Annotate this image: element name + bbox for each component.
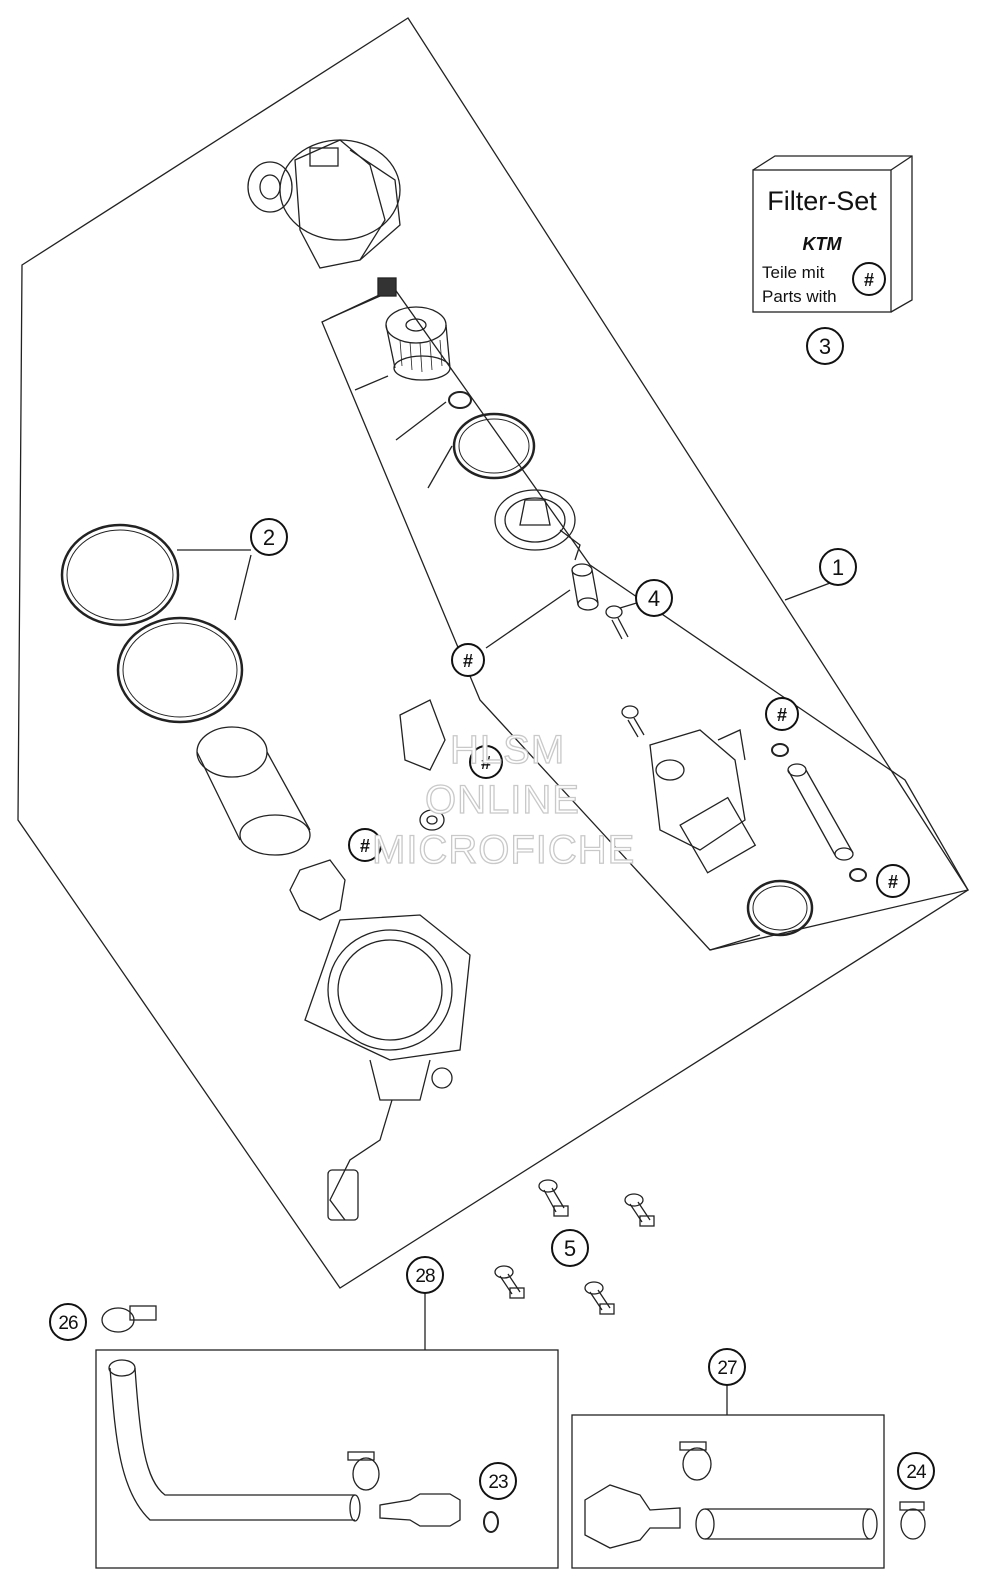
- ktm-logo: KTM: [803, 234, 843, 254]
- hose-clamp-24: [899, 1501, 926, 1540]
- callout-27: 27: [717, 1358, 737, 1379]
- callout-4: 4: [648, 586, 660, 611]
- o-ring-medium: [116, 616, 244, 724]
- quick-connector-27: [584, 1484, 681, 1549]
- o-ring-large: [60, 523, 180, 627]
- fuel-tube-small: [571, 563, 599, 611]
- retainer-clip: [289, 859, 346, 921]
- hash-marker-4: #: [360, 836, 370, 856]
- bolt-4: [584, 1281, 615, 1315]
- fuel-pipe: [787, 763, 854, 861]
- bolt-1: [538, 1179, 569, 1217]
- callout-2: 2: [263, 525, 275, 550]
- filter-set-title: Filter-Set: [767, 186, 877, 216]
- hash-marker-5: #: [888, 872, 898, 892]
- callout-23: 23: [488, 1472, 508, 1493]
- connector-kit-box: [571, 1414, 885, 1569]
- o-ring-23: [483, 1511, 499, 1533]
- assembly-outline: [17, 17, 969, 1289]
- pressure-regulator: [494, 489, 581, 561]
- fuel-hose-27: [695, 1508, 878, 1540]
- pump-o-ring: [746, 879, 814, 937]
- hash-marker-1: #: [463, 651, 473, 671]
- screw-pump: [621, 705, 645, 738]
- fuel-hose: [108, 1359, 361, 1522]
- filter-seal: [452, 412, 536, 480]
- watermark-line1: HLSM: [449, 727, 566, 772]
- fuel-filter: [385, 306, 451, 381]
- hose-clamp-27: [679, 1441, 712, 1481]
- hose-clamp-28: [347, 1451, 380, 1491]
- clip-part: [419, 809, 445, 831]
- hose-kit-box: [95, 1349, 559, 1569]
- callout-5: 5: [564, 1236, 576, 1261]
- filter-sleeve: [196, 726, 311, 856]
- screw-small: [605, 605, 629, 640]
- hash-marker-2: #: [777, 705, 787, 725]
- small-o-ring: [448, 391, 472, 409]
- callout-3: 3: [819, 334, 831, 359]
- filter-set-line1: Teile mit: [762, 263, 825, 282]
- bolt-3: [494, 1265, 525, 1299]
- fuel-connector-28: [379, 1493, 461, 1527]
- hash-marker-3: #: [481, 753, 491, 773]
- callout-26: 26: [58, 1313, 78, 1334]
- callout-24: 24: [906, 1462, 927, 1483]
- filter-set-box-drawing: [752, 155, 913, 313]
- filter-set-line2: Parts with: [762, 287, 837, 306]
- pump-head: [247, 139, 401, 269]
- watermark-line2: ONLINE: [424, 777, 580, 822]
- filter-set-marker: #: [864, 270, 874, 290]
- fuel-pump-motor: [649, 729, 757, 874]
- spring: [377, 277, 397, 297]
- kit-outline: [321, 287, 969, 951]
- gasket-piece: [399, 699, 446, 771]
- pump-flange-housing: [304, 914, 471, 1221]
- bolt-2: [624, 1193, 655, 1227]
- callout-1: 1: [832, 555, 844, 580]
- watermark-line3: MICROFICHE: [371, 827, 636, 872]
- hose-clamp-26: [101, 1305, 157, 1333]
- callout-28: 28: [415, 1266, 435, 1287]
